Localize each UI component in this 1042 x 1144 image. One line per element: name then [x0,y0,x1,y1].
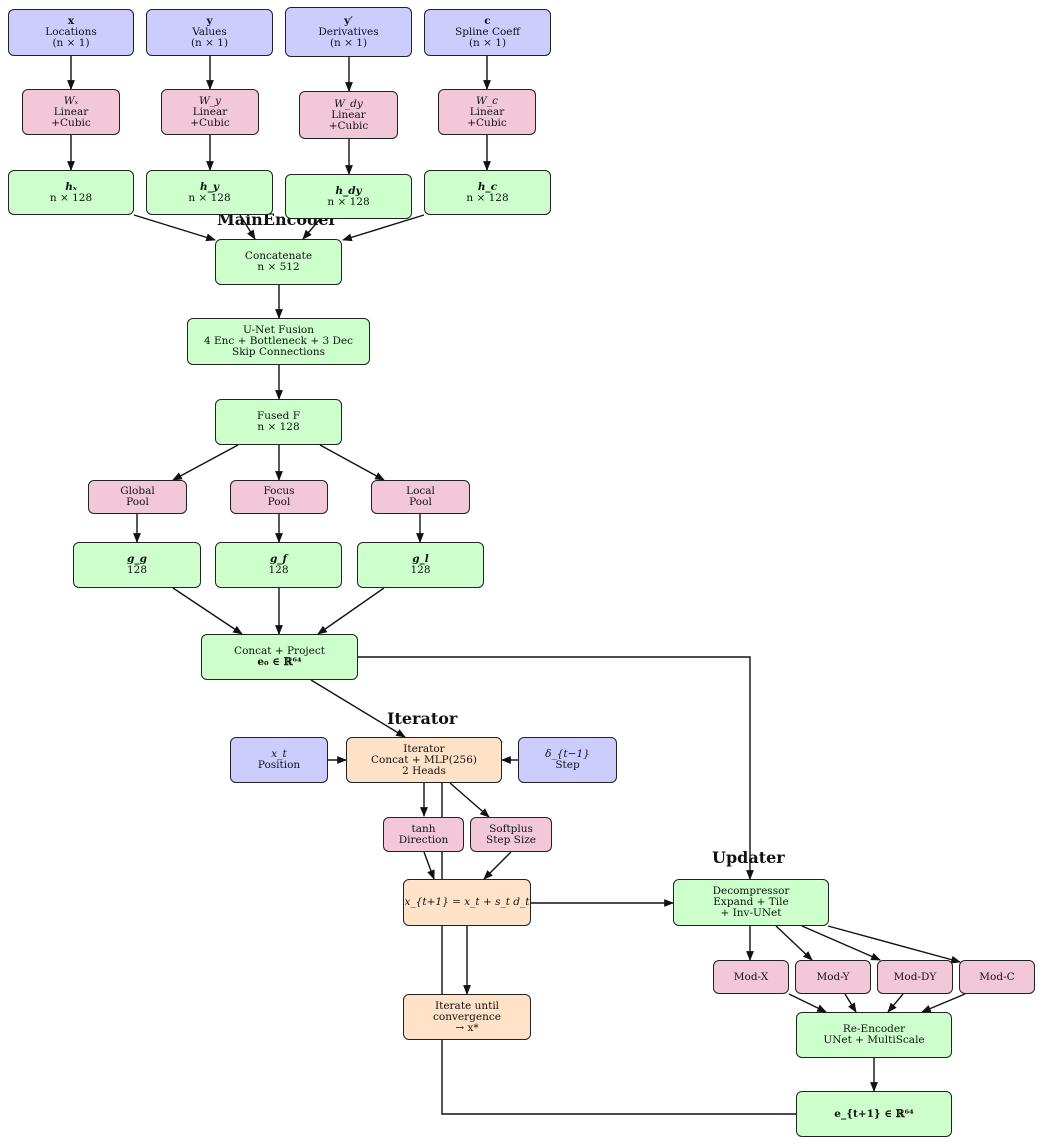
edge-gg-proj [172,587,243,635]
iterate-until-node: Iterate until convergence → x* [403,994,531,1040]
edge-hx-concat [133,214,216,242]
edge-moddy-re [887,993,904,1013]
feature-gg-node: g_g 128 [73,542,201,588]
feature-hy-node: h_y n × 128 [146,170,273,215]
edge-dec-moddy [801,925,881,961]
weight-wc-node: W_c Linear +Cubic [438,89,536,135]
mod-y-node: Mod-Y [795,960,871,994]
edge-modx-re [788,993,827,1013]
mod-x-node: Mod-X [713,960,789,994]
feature-hdy-node: h_dy n × 128 [285,174,412,219]
weight-wdy-node: W_dy Linear +Cubic [299,91,398,139]
edge-dec-modc [827,925,961,964]
feature-gf-node: g_f 128 [215,542,342,588]
edge-fused-local [319,444,385,481]
re-encoder-node: Re-Encoder UNet + MultiScale [796,1012,952,1058]
mod-dy-node: Mod-DY [877,960,953,994]
edge-feedback-loop [441,738,796,1115]
focus-pool-node: Focus Pool [230,480,328,514]
edge-iterator-softplus [449,782,490,818]
mod-c-node: Mod-C [959,960,1035,994]
e-next-node: e_{t+1} ∈ ℝ⁶⁴ [796,1091,952,1137]
local-pool-node: Local Pool [371,480,470,514]
decompressor-node: Decompressor Expand + Tile + Inv-UNet [673,879,829,926]
feature-hc-node: h_c n × 128 [424,170,551,215]
edge-modc-re [921,993,966,1013]
concatenate-node: Concatenate n × 512 [215,239,342,285]
section-title-updater: Updater [712,848,785,867]
iterator-node: Iterator Concat + MLP(256) 2 Heads [346,737,502,783]
concat-project-node: Concat + Project e₀ ∈ ℝ⁶⁴ [201,634,358,680]
weight-wx-node: Wₓ Linear +Cubic [22,89,120,135]
softplus-stepsize-node: Softplus Step Size [470,817,552,852]
edge-mody-re [844,993,857,1013]
input-x-node: x Locations (n × 1) [8,9,134,56]
edge-fused-global [172,444,239,481]
update-rule-node: x_{t+1} = x_t + s_t d_t [403,879,531,926]
fused-node: Fused F n × 128 [215,399,342,445]
feature-hx-node: hₓ n × 128 [8,170,134,215]
edge-tanh-update [423,851,435,880]
section-title-iterator: Iterator [387,709,458,728]
tanh-direction-node: tanh Direction [383,817,464,852]
position-xt-node: x_t Position [230,737,328,783]
edge-softplus-update [483,851,512,880]
input-y-node: y Values (n × 1) [146,9,273,56]
input-c-node: c Spline Coeff (n × 1) [424,9,551,56]
weight-wy-node: W_y Linear +Cubic [161,89,259,135]
step-delta-node: δ_{t−1} Step [518,737,617,783]
edge-gl-proj [317,587,385,635]
unet-fusion-node: U-Net Fusion 4 Enc + Bottleneck + 3 Dec … [187,318,370,365]
input-dy-node: y′ Derivatives (n × 1) [285,7,412,57]
edge-dec-mody [775,925,813,961]
global-pool-node: Global Pool [88,480,187,514]
feature-gl-node: g_l 128 [357,542,484,588]
